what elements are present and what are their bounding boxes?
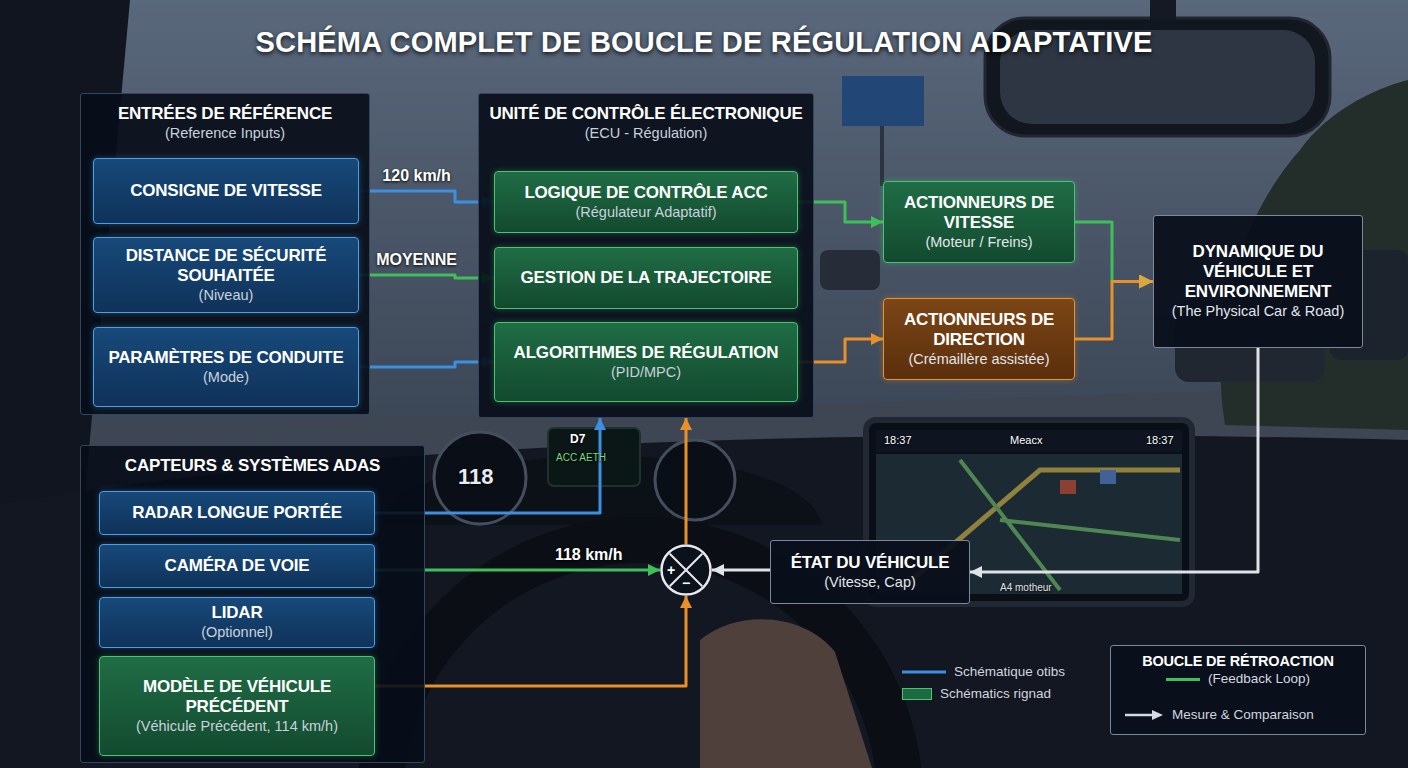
actuator-box: ACTIONNEURS DE DIRECTION(Crémaillère ass…	[883, 298, 1075, 380]
box-title: ÉTAT DU VÉHICULE	[791, 553, 950, 573]
screen-text: Meacx	[1010, 434, 1042, 446]
box-title: UNITÉ DE CONTRÔLE ÉLECTRONIQUE	[489, 104, 802, 124]
screen-text: D7	[570, 432, 585, 446]
diagram-title: SCHÉMA COMPLET DE BOUCLE DE RÉGULATION A…	[0, 26, 1408, 59]
state-box: ÉTAT DU VÉHICULE(Vitesse, Cap)	[770, 540, 970, 604]
connector	[970, 348, 1258, 572]
box-subtitle: (Crémaillère assistée)	[908, 350, 1049, 369]
box-title: LOGIQUE DE CONTRÔLE ACC	[524, 183, 767, 203]
box-title: RADAR LONGUE PORTÉE	[132, 503, 342, 523]
process-box: ALGORITHMES DE RÉGULATION(PID/MPC)	[494, 322, 798, 402]
legend-arrow-head	[1152, 710, 1163, 720]
box-title: ACTIONNEURS DE DIRECTION	[892, 310, 1066, 350]
plant-box: DYNAMIQUE DU VÉHICULE ET ENVIRONNEMENT(T…	[1153, 215, 1363, 348]
signal-label: 118 km/h	[555, 546, 623, 564]
box-title: ENTRÉES DE RÉFÉRENCE	[118, 104, 332, 124]
input-panel: ENTRÉES DE RÉFÉRENCE(Reference Inputs) CO…	[80, 93, 370, 415]
box-subtitle: (Reference Inputs)	[165, 124, 285, 143]
box-title: CAPTEURS & SYSTÈMES ADAS	[125, 456, 380, 476]
process-box: LOGIQUE DE CONTRÔLE ACC(Régulateur Adapt…	[494, 171, 798, 233]
box-subtitle: (Mode)	[203, 368, 249, 387]
connector	[685, 418, 688, 544]
signal-label: 120 km/h	[382, 167, 450, 185]
box-title: CAMÉRA DE VOIE	[165, 556, 310, 576]
box-subtitle: (Véhicule Précédent, 114 km/h)	[136, 717, 338, 736]
box-title: PARAMÈTRES DE CONDUITE	[108, 348, 343, 368]
box-title: ACTIONNEURS DE VITESSE	[892, 193, 1066, 233]
box-title: BOUCLE DE RÉTROACTION	[1142, 653, 1334, 670]
input-box: CONSIGNE DE VITESSE	[93, 158, 359, 224]
connector	[712, 569, 770, 572]
box-subtitle: (Moteur / Freins)	[925, 233, 1032, 252]
box-subtitle: (Optionnel)	[201, 623, 273, 642]
actuator-box: ACTIONNEURS DE VITESSE(Moteur / Freins)	[883, 181, 1075, 263]
input-box: PARAMÈTRES DE CONDUITE(Mode)	[93, 327, 359, 407]
legend-item: Schématique otibs	[902, 664, 1065, 679]
connector	[1075, 282, 1153, 340]
connector	[359, 275, 494, 278]
sensor-box: MODÈLE DE VÉHICULE PRÉCÉDENT(Véhicule Pr…	[99, 656, 375, 756]
box-subtitle: (PID/MPC)	[611, 363, 681, 382]
legend-text: Mesure & Comparaison	[1172, 707, 1314, 722]
box-title: DISTANCE DE SÉCURITÉ SOUHAITÉE	[102, 246, 350, 286]
box-title: GESTION DE LA TRAJECTOIRE	[521, 268, 772, 288]
screen-text: 18:37	[1146, 434, 1174, 446]
summing-junction: +−	[660, 544, 712, 596]
box-title: ALGORITHMES DE RÉGULATION	[514, 343, 779, 363]
box-title: DYNAMIQUE DU VÉHICULE ET ENVIRONNEMENT	[1162, 242, 1354, 302]
legend-text: Schématics rignad	[940, 686, 1051, 701]
legend-arrow-line	[1125, 713, 1154, 716]
legend-item: Mesure & Comparaison	[1124, 707, 1314, 722]
box-title: CONSIGNE DE VITESSE	[130, 181, 322, 201]
connector	[1075, 222, 1153, 282]
box-subtitle: (ECU - Régulation)	[585, 124, 708, 143]
screen-text: ACC AETH	[556, 452, 606, 463]
legend-line-sample	[902, 670, 946, 673]
legend-swatch	[902, 688, 932, 700]
legend-arrow	[1124, 709, 1164, 721]
screen-text: A4 motheur	[1000, 582, 1052, 593]
signal-label: MOYENNE	[376, 251, 457, 269]
process-box: GESTION DE LA TRAJECTOIRE	[494, 247, 798, 309]
box-title: LIDAR	[212, 603, 263, 623]
connector	[359, 191, 494, 202]
box-subtitle: (Niveau)	[199, 286, 254, 305]
sensor-box: LIDAR(Optionnel)	[99, 597, 375, 648]
box-subtitle: (Régulateur Adaptatif)	[575, 203, 716, 222]
junction-circle	[662, 546, 711, 595]
sum-sign: −	[682, 576, 690, 590]
legend-line	[902, 667, 946, 677]
sensor-box: RADAR LONGUE PORTÉE	[99, 491, 375, 535]
screen-text: 118	[458, 464, 494, 490]
box-subtitle: (Feedback Loop)	[1166, 670, 1310, 687]
box-subtitle: (Vitesse, Cap)	[824, 573, 916, 592]
screen-text: 18:37	[884, 434, 912, 446]
input-box: DISTANCE DE SÉCURITÉ SOUHAITÉE(Niveau)	[93, 237, 359, 313]
sum-sign: +	[667, 563, 675, 577]
box-subtitle: (The Physical Car & Road)	[1172, 302, 1344, 321]
legend-text: Schématique otibs	[954, 664, 1065, 679]
ecu-panel: UNITÉ DE CONTRÔLE ÉLECTRONIQUE(ECU - Rég…	[478, 93, 814, 418]
sensor-box: CAMÉRA DE VOIE	[99, 544, 375, 588]
legend-item: Schématics rignad	[902, 686, 1051, 701]
connector	[359, 362, 494, 367]
sensor-panel: CAPTEURS & SYSTÈMES ADAS RADAR LONGUE POR…	[80, 445, 425, 763]
box-title: MODÈLE DE VÉHICULE PRÉCÉDENT	[108, 677, 366, 717]
